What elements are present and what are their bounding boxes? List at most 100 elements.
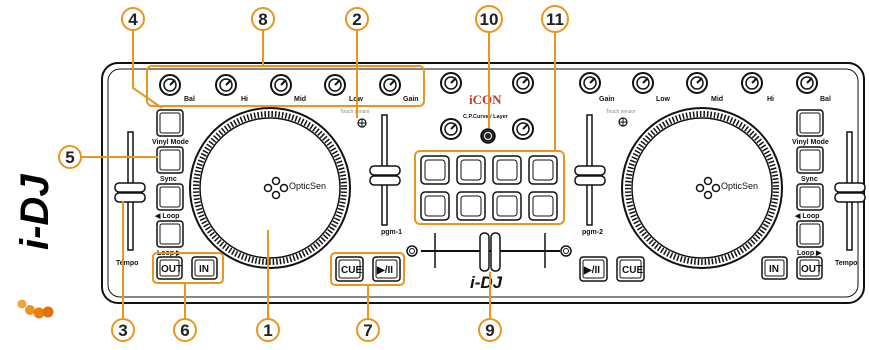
knob-hi-left[interactable] [215, 74, 237, 96]
sync-button-right[interactable] [796, 146, 824, 174]
cp-curve-label: C.P.Curve / Layer [463, 114, 509, 120]
loop-back-button-right[interactable] [796, 183, 824, 211]
svg-text:10: 10 [480, 10, 499, 29]
tempo-label-right: Tempo [835, 260, 857, 267]
svg-text:6: 6 [180, 321, 189, 340]
svg-text:7: 7 [363, 321, 372, 340]
sync-button-left[interactable] [156, 146, 184, 174]
callout-9: 9 [478, 318, 502, 342]
performance-pad[interactable] [420, 155, 450, 185]
knob-gain-right[interactable] [579, 72, 601, 94]
knob-label: Hi [767, 96, 774, 103]
callout-11: 11 [541, 5, 569, 33]
svg-text:11: 11 [546, 10, 564, 29]
side-logo-dot [25, 305, 35, 315]
in-button-left[interactable]: IN [191, 256, 218, 280]
knob-low-left[interactable] [324, 74, 346, 96]
pitch-label-right: pgm-2 [582, 229, 603, 236]
callout-1: 1 [256, 318, 280, 342]
jog-wheel-right[interactable]: OpticSen [621, 107, 783, 269]
performance-pad[interactable] [528, 191, 558, 221]
tempo-slider-right[interactable] [834, 131, 866, 251]
side-logo: i-DJ [13, 174, 57, 319]
loop-back-label-left: ◀ Loop [154, 213, 179, 220]
loop-fwd-label-right: Loop ▶ [797, 250, 822, 257]
out-button-right[interactable]: OUT [796, 256, 823, 280]
tempo-slider-left[interactable] [114, 131, 146, 251]
vinyl-mode-label-left: Vinyl Mode [152, 139, 189, 146]
play-label-right: ▶/II [583, 265, 600, 276]
left-eq-knob-group [146, 65, 425, 107]
jog-wheel-left[interactable]: OpticSen [189, 107, 351, 269]
knob-mid-left[interactable] [270, 74, 292, 96]
side-logo-text: i-DJ [13, 174, 57, 250]
knob-hi-right[interactable] [741, 72, 763, 94]
knob-mid-right[interactable] [686, 72, 708, 94]
center-knob[interactable] [512, 72, 534, 94]
knob-label: Hi [241, 96, 248, 103]
knob-label: Low [656, 96, 671, 103]
pitch-fader-right[interactable] [574, 114, 606, 226]
crossfader[interactable] [406, 232, 572, 272]
left-knobs [159, 74, 401, 96]
svg-text:4: 4 [128, 10, 138, 29]
in-button-right[interactable]: IN [761, 256, 788, 280]
knob-label: Bal [820, 96, 831, 103]
performance-pad[interactable] [456, 155, 486, 185]
performance-pad[interactable] [492, 155, 522, 185]
tempo-label-left: Tempo [116, 260, 138, 267]
side-logo-dot [42, 306, 54, 318]
play-button-left[interactable]: ▶/II [372, 256, 401, 282]
svg-text:5: 5 [65, 148, 74, 167]
play-button-right[interactable]: ▶/II [579, 256, 608, 282]
performance-pad[interactable] [420, 191, 450, 221]
callout-7: 7 [356, 318, 380, 342]
cue-label-right: CUE [622, 265, 643, 276]
cp-curve-knob[interactable] [480, 128, 496, 144]
callout-4: 4 [121, 7, 145, 31]
out-label-right: OUT [801, 264, 822, 275]
center-knob[interactable] [440, 72, 462, 94]
vinyl-mode-button-right[interactable] [796, 109, 824, 137]
left-out-in-group [152, 252, 224, 284]
in-label-left: IN [199, 264, 209, 275]
loop-back-label-right: ◀ Loop [794, 213, 819, 220]
out-label-left: OUT [161, 264, 182, 275]
touch-sensor-label-right: Touch sensor [606, 109, 636, 115]
cue-button-right[interactable]: CUE [616, 256, 645, 282]
knob-label: Gain [599, 96, 615, 103]
knob-low-right[interactable] [632, 72, 654, 94]
knob-gain-left[interactable] [379, 74, 401, 96]
center-knob[interactable] [440, 118, 462, 140]
svg-text:8: 8 [258, 10, 267, 29]
in-label-right: IN [769, 264, 779, 275]
vinyl-mode-button-left[interactable] [156, 109, 184, 137]
cue-button-left[interactable]: CUE [335, 256, 364, 282]
knob-bal-left[interactable] [159, 74, 181, 96]
loop-fwd-button-left[interactable] [156, 220, 184, 248]
loop-back-button-left[interactable] [156, 183, 184, 211]
sync-label-left: Sync [160, 176, 177, 183]
svg-text:9: 9 [485, 321, 494, 340]
knob-label: Mid [294, 96, 306, 103]
performance-pad[interactable] [492, 191, 522, 221]
touch-sensor-label-left: Touch sensor [340, 109, 370, 115]
jog-brand-right: OpticSen [721, 181, 758, 191]
knob-bal-right[interactable] [796, 72, 818, 94]
center-knob[interactable] [512, 118, 534, 140]
pitch-fader-left[interactable] [369, 114, 401, 226]
vinyl-mode-label-right: Vinyl Mode [792, 139, 829, 146]
leader-4 [132, 30, 163, 109]
performance-pad[interactable] [456, 191, 486, 221]
svg-text:2: 2 [352, 10, 361, 29]
loop-fwd-button-right[interactable] [796, 220, 824, 248]
performance-pad[interactable] [528, 155, 558, 185]
svg-text:3: 3 [118, 321, 127, 340]
side-logo-dot [33, 307, 45, 319]
jog-brand-left: OpticSen [289, 181, 326, 191]
knob-label: Mid [711, 96, 723, 103]
center-brand: iCON [469, 92, 502, 107]
side-logo-dot [17, 299, 27, 309]
knob-label: Bal [184, 96, 195, 103]
out-button-left[interactable]: OUT [156, 256, 183, 280]
